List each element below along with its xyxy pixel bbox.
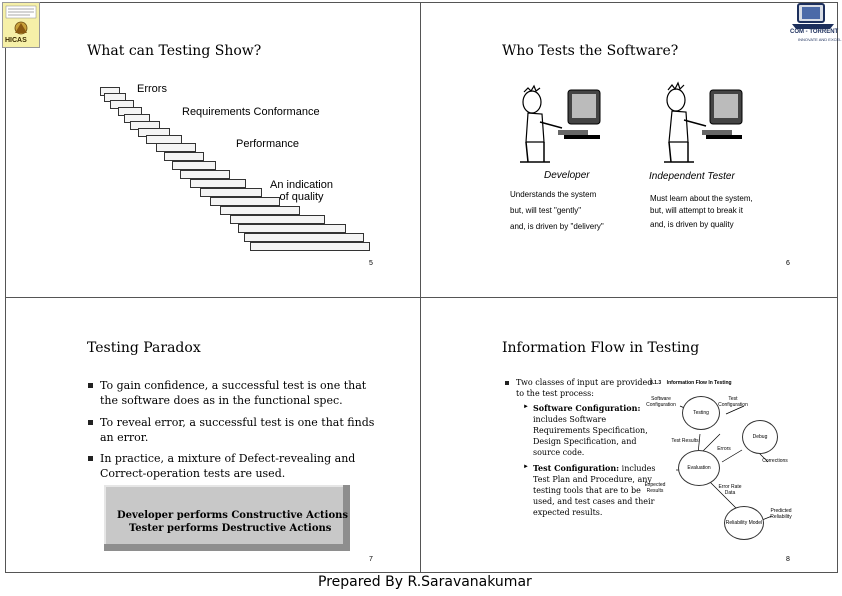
stair-step <box>244 233 364 242</box>
stair-step <box>220 206 300 215</box>
stair-step <box>180 170 230 179</box>
label-indication-line1: An indication <box>270 179 333 191</box>
software-configuration-line2: Requirements Specification, <box>533 426 648 435</box>
info-flow-intro-line1: Two classes of input are provided <box>516 378 653 387</box>
flow-expected-results: Expected Results <box>644 482 666 494</box>
tester-line-3: and, is driven by quality <box>650 220 734 229</box>
slide-8-title: Information Flow in Testing <box>502 340 700 356</box>
paradox-bullet-3-line2: Correct-operation tests are used. <box>100 467 286 480</box>
test-configuration-line1: Test Plan and Procedure, any <box>533 475 652 484</box>
stair-step <box>230 215 325 224</box>
flow-error-rate-data: Error Rate Data <box>718 484 742 496</box>
test-configuration-suffix: includes <box>619 464 656 473</box>
slide-7-page-number: 7 <box>369 556 373 563</box>
label-requirements-conformance: Requirements Conformance <box>182 106 320 118</box>
paradox-bullet-3: In practice, a mixture of Defect-reveali… <box>100 451 355 481</box>
bullet-marker <box>505 381 509 385</box>
stair-step <box>250 242 370 251</box>
bullet-marker <box>88 456 93 461</box>
flow-software-configuration: Software Configuration <box>646 396 676 408</box>
label-indication-of-quality: An indication of quality <box>270 179 333 203</box>
com-torrent-tagline: INNOVATE AND EXCEL <box>798 37 842 42</box>
developer-label: Developer <box>544 170 590 181</box>
hicas-logo-text: HICAS <box>5 37 27 44</box>
test-configuration-item: Test Configuration: includes Test Plan a… <box>533 463 656 518</box>
paradox-bullet-1-line2: the software does as in the functional s… <box>100 394 343 407</box>
slide-8-page-number: 8 <box>786 556 790 563</box>
tester-computer-illustration <box>664 81 743 163</box>
flow-node-evaluation: Evaluation <box>678 450 720 486</box>
flow-test-results: Test Results <box>671 438 699 444</box>
info-flow-intro-line2: to the test process: <box>516 389 594 398</box>
monitor-logo-icon <box>792 3 834 29</box>
software-configuration-label: Software Configuration: <box>533 403 641 413</box>
independent-tester-label: Independent Tester <box>649 171 735 182</box>
flow-corrections: Corrections <box>762 458 788 464</box>
footer-credit: Prepared By R.Saravanakumar <box>318 574 532 590</box>
paradox-bullet-1-line1: To gain confidence, a successful test is… <box>100 379 367 392</box>
software-configuration-line4: source code. <box>533 448 585 457</box>
actions-box-line1: Developer performs Constructive Actions <box>117 510 349 521</box>
hicas-emblem-icon <box>5 5 37 35</box>
stair-step <box>172 161 216 170</box>
tester-line-2: but, will attempt to break it <box>650 206 743 215</box>
label-errors: Errors <box>137 83 167 95</box>
paradox-bullet-3-line1: In practice, a mixture of Defect-reveali… <box>100 452 356 465</box>
tester-line-1: Must learn about the system, <box>650 194 753 203</box>
paradox-bullet-1: To gain confidence, a successful test is… <box>100 378 366 408</box>
developer-line-3: and, is driven by "delivery" <box>510 222 604 231</box>
test-configuration-line2: testing tools that are to be <box>533 486 641 495</box>
slide-6-title: Who Tests the Software? <box>502 43 679 59</box>
actions-box <box>104 485 350 551</box>
slide-6-page-number: 6 <box>786 260 790 267</box>
flow-errors: Errors <box>717 446 731 452</box>
flow-node-testing: Testing <box>682 396 720 430</box>
actions-box-line2: Tester performs Destructive Actions <box>129 523 332 534</box>
com-torrent-logo: COM - TORRENT INNOVATE AND EXCEL <box>790 2 842 44</box>
flow-node-reliability-model: Reliability Model <box>724 506 764 540</box>
software-configuration-line1: includes Software <box>533 415 607 424</box>
sub-bullet-arrow-icon: ► <box>523 464 529 470</box>
stair-step <box>164 152 204 161</box>
label-performance: Performance <box>236 138 299 150</box>
test-configuration-line3: used, and test cases and their <box>533 497 655 506</box>
com-torrent-name: COM - TORRENT <box>790 29 839 35</box>
developer-line-1: Understands the system <box>510 190 597 199</box>
software-configuration-item: Software Configuration: includes Softwar… <box>533 403 648 458</box>
stair-step <box>210 197 280 206</box>
stair-step <box>238 224 346 233</box>
info-flow-intro: Two classes of input are provided to the… <box>516 377 652 399</box>
flow-predicted-reliability: Predicted Reliability <box>770 508 792 520</box>
slide-5-page-number: 5 <box>369 260 373 267</box>
flow-node-debug: Debug <box>742 420 778 454</box>
bullet-marker <box>88 383 93 388</box>
actions-box-text: Developer performs Constructive Actions … <box>117 509 348 535</box>
test-configuration-line4: expected results. <box>533 508 603 517</box>
stair-step <box>190 179 246 188</box>
bullet-marker <box>88 420 93 425</box>
software-configuration-line3: Design Specification, and <box>533 437 637 446</box>
slide-8-frame <box>420 297 838 573</box>
hicas-logo: HICAS <box>2 2 40 48</box>
flow-diagram-heading: 8.1.3 Information Flow In Testing <box>650 380 732 386</box>
stair-step <box>200 188 262 197</box>
slide-7-title: Testing Paradox <box>87 340 201 356</box>
paradox-bullet-2: To reveal error, a successful test is on… <box>100 415 374 445</box>
paradox-bullet-2-line1: To reveal error, a successful test is on… <box>100 416 375 429</box>
paradox-bullet-2-line2: an error. <box>100 431 149 444</box>
sub-bullet-arrow-icon: ► <box>523 404 529 410</box>
stair-step <box>156 143 196 152</box>
label-indication-line2: of quality <box>279 191 324 203</box>
flow-test-configuration: Test Configuration <box>718 396 748 408</box>
developer-line-2: but, will test "gently" <box>510 206 582 215</box>
slide-5-title: What can Testing Show? <box>87 43 262 59</box>
test-configuration-label: Test Configuration: <box>533 463 620 473</box>
developer-computer-illustration <box>520 84 601 163</box>
